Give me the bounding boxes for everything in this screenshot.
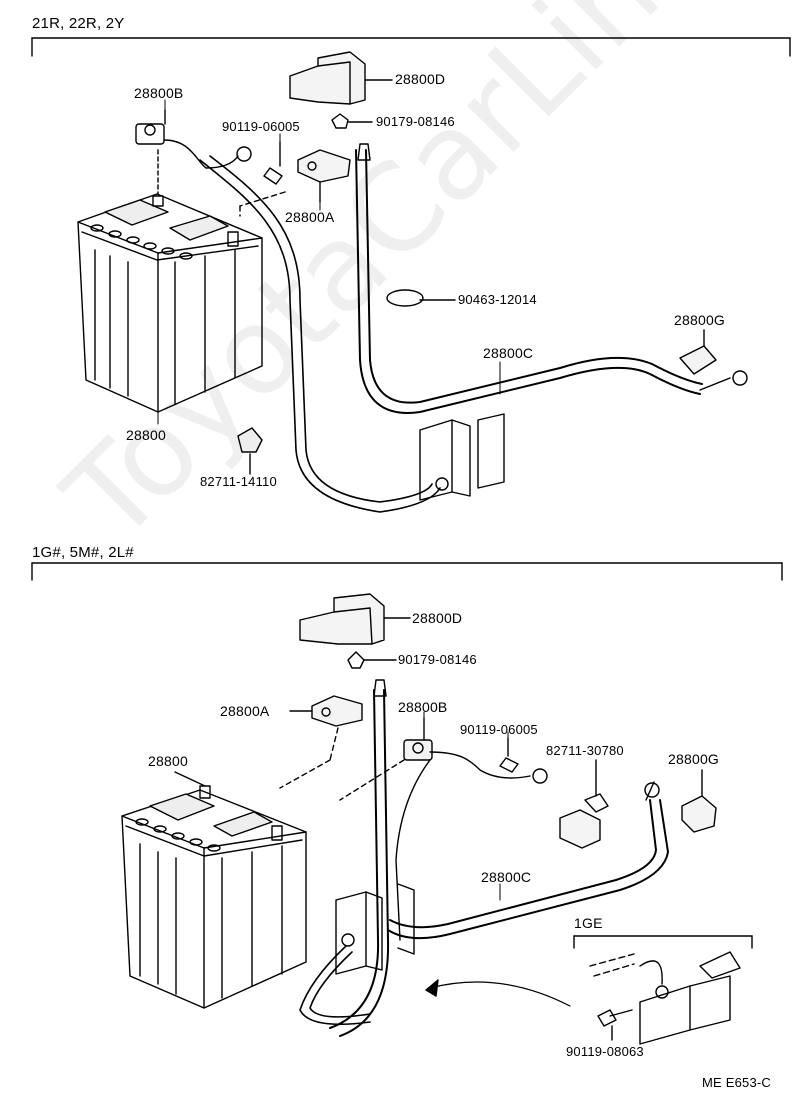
inset-arrow: [425, 979, 571, 1007]
ground-cable-2: [299, 945, 371, 1026]
footer-code: ME E653-C: [702, 1075, 771, 1090]
negative-terminal-2: [279, 695, 363, 789]
label-negative-terminal-2: 28800A: [220, 703, 270, 719]
label-battery-1: 28800: [126, 427, 166, 443]
label-terminal-g-1: 28800G: [674, 312, 726, 328]
section-2-header: 1G#, 5M#, 2L#: [32, 544, 134, 561]
bolt-2: [499, 737, 519, 773]
label-cable-1: 28800C: [483, 345, 534, 361]
label-bracket-cover-1: 28800D: [395, 71, 446, 87]
positive-terminal-2: [339, 717, 548, 941]
label-terminal-g-2: 28800G: [668, 751, 720, 767]
label-holder-1: 82711-14110: [200, 474, 277, 489]
holder-1: [237, 427, 263, 475]
label-bracket-cover-2: 28800D: [412, 610, 463, 626]
negative-terminal-1: [239, 149, 351, 217]
label-clamp-1: 90463-12014: [458, 292, 537, 307]
label-positive-terminal-2: 28800B: [398, 699, 448, 715]
clamp-1: [386, 289, 456, 307]
bracket-cover-1: [289, 51, 393, 105]
bracket-cover-2: [299, 593, 411, 645]
terminal-g-1: [679, 329, 717, 375]
cable-2-vertical: [329, 679, 390, 1037]
label-battery-2: 28800: [148, 753, 188, 769]
label-positive-terminal-1: 28800B: [134, 85, 184, 101]
terminal-g-2: [681, 769, 717, 833]
battery-2: [121, 771, 307, 1009]
leaders-2: [423, 711, 509, 901]
bracket-2: [335, 883, 415, 975]
label-nut-1: 90179-08146: [376, 114, 455, 129]
leaders-1: [157, 99, 501, 425]
nut-2: [347, 651, 397, 669]
ground-cable-1: [199, 155, 441, 513]
battery-1: [77, 149, 263, 413]
section-2-frame: [31, 562, 783, 581]
label-bolt-1: 90119-06005: [222, 119, 300, 134]
nut-1: [331, 113, 373, 129]
label-negative-terminal-1: 28800A: [285, 209, 335, 225]
label-cable-2: 28800C: [481, 869, 532, 885]
label-inset-bolt: 90119-08063: [566, 1044, 644, 1059]
section-1-header: 21R, 22R, 2Y: [32, 15, 125, 32]
cable-1: [355, 143, 748, 414]
cable-2: [387, 781, 669, 940]
holder-2: [559, 759, 609, 849]
label-bolt-2: 90119-06005: [460, 722, 538, 737]
label-holder-2: 82711-30780: [546, 743, 624, 758]
label-nut-2: 90179-08146: [398, 652, 477, 667]
bracket-1: [419, 413, 505, 501]
label-inset-title: 1GE: [574, 915, 603, 931]
bolt-1: [263, 141, 283, 185]
inset-1ge: [573, 935, 753, 1045]
section-1-frame: [31, 37, 791, 57]
